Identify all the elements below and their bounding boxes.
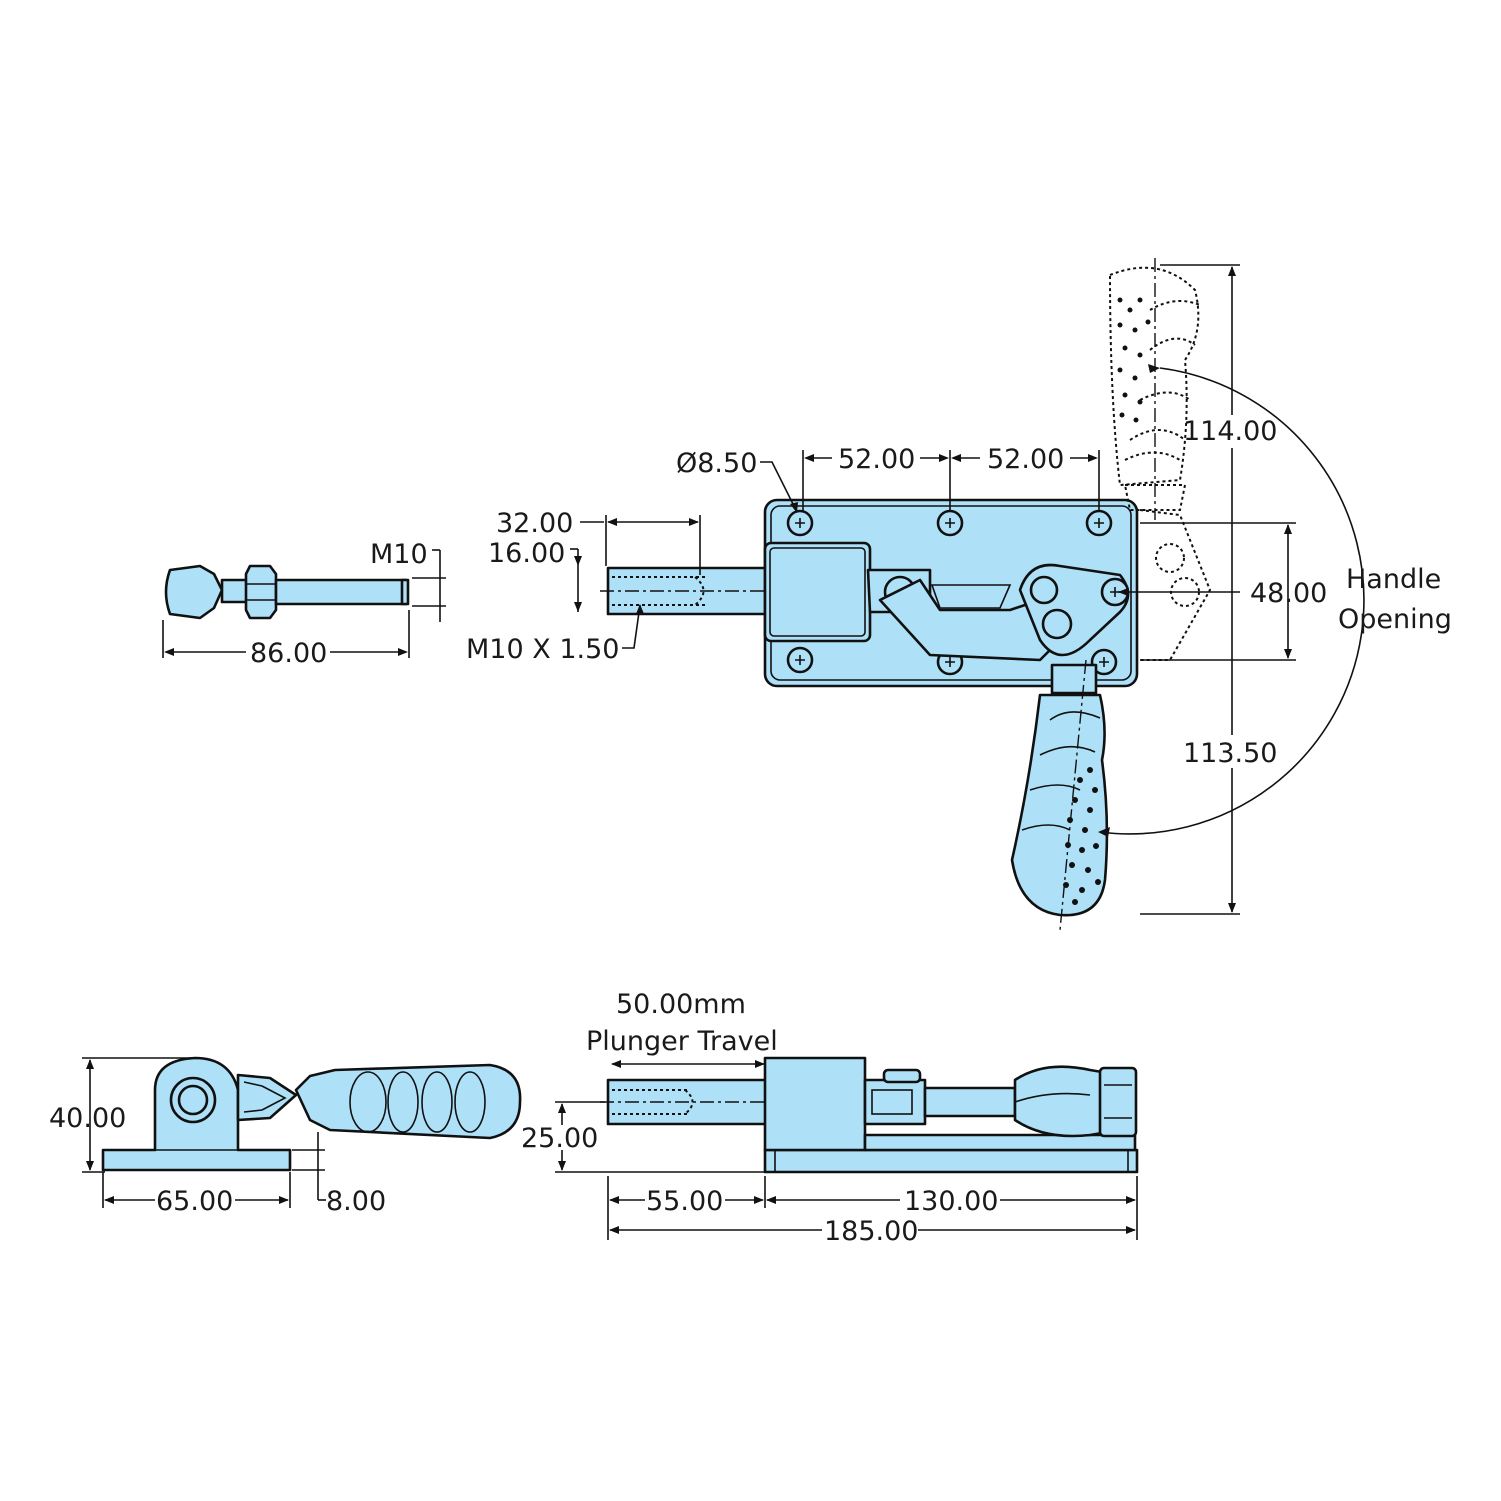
dim-16: 16.00 (488, 538, 565, 569)
top-view: Handle Opening 114.00 113.50 48.00 52 (466, 258, 1452, 931)
plunger-nut (244, 564, 278, 620)
dim-handle-opening-1: Handle (1346, 564, 1441, 595)
dim-handle-opening-2: Opening (1338, 604, 1452, 635)
side-view: 50.00mm Plunger Travel 25.00 55.00 130.0… (521, 989, 1139, 1247)
plunger-tip (164, 564, 224, 620)
dim-hole-dia: Ø8.50 (676, 448, 757, 479)
dim-travel-1: 50.00mm (616, 989, 746, 1020)
dim-114: 114.00 (1183, 416, 1277, 447)
dim-52-a: 52.00 (838, 444, 915, 475)
grip-dots (1063, 767, 1101, 905)
end-view: 40.00 65.00 8.00 (49, 1056, 522, 1217)
handle-grip (1010, 693, 1109, 917)
side-base (763, 1148, 1139, 1174)
side-block (763, 1056, 867, 1152)
plunger-detail: M10 86.00 (162, 539, 446, 669)
dim-25: 25.00 (521, 1123, 598, 1154)
dim-86: 86.00 (250, 638, 327, 669)
handle-open-phantom (1108, 266, 1200, 487)
dim-32: 32.00 (496, 508, 573, 539)
opening-arc (1099, 367, 1365, 835)
guide-block (763, 541, 872, 643)
dim-8: 8.00 (326, 1186, 386, 1217)
dim-thread: M10 X 1.50 (466, 634, 619, 665)
plunger-shaft (274, 578, 408, 606)
dim-55: 55.00 (646, 1186, 723, 1217)
dim-travel-2: Plunger Travel (586, 1026, 778, 1057)
dim-185: 185.00 (824, 1216, 918, 1247)
dim-130: 130.00 (904, 1186, 998, 1217)
dim-113-50: 113.50 (1183, 738, 1277, 769)
dim-65: 65.00 (156, 1186, 233, 1217)
dim-48: 48.00 (1250, 578, 1327, 609)
handle-neck (1050, 663, 1098, 695)
dim-40: 40.00 (49, 1103, 126, 1134)
dim-m10: M10 (370, 539, 428, 570)
end-handle (294, 1063, 522, 1140)
dim-52-b: 52.00 (987, 444, 1064, 475)
